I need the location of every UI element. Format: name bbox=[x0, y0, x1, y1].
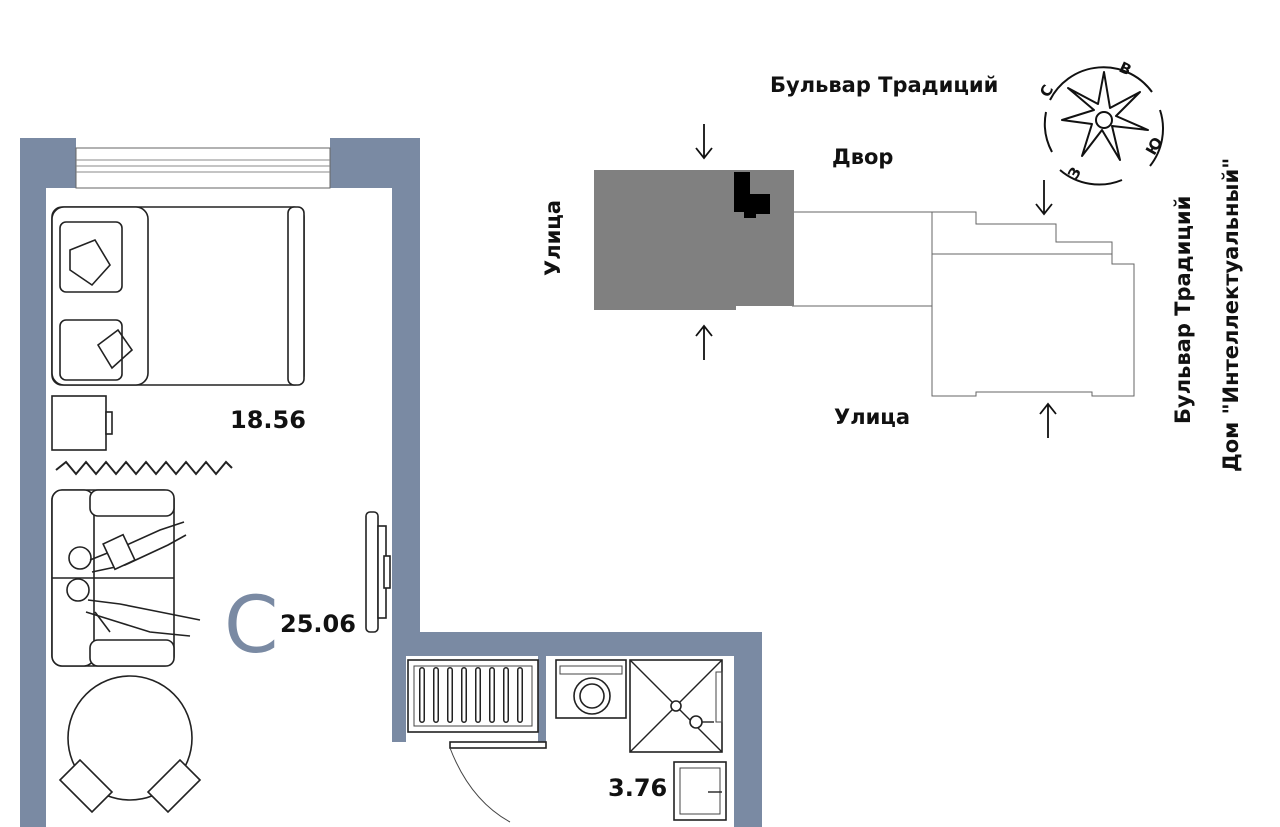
zone-divider-zigzag bbox=[55, 460, 233, 476]
view-arrows bbox=[695, 124, 1057, 438]
area-bathroom: 3.76 bbox=[608, 774, 667, 802]
compass-rose: С В Ю З bbox=[1036, 58, 1166, 186]
label-courtyard: Двор bbox=[832, 145, 893, 169]
compass-north: С bbox=[1036, 82, 1057, 101]
room-type-letter: С bbox=[224, 581, 278, 671]
area-living-zone: 25.06 bbox=[280, 610, 356, 638]
label-street-bottom: Улица bbox=[834, 405, 910, 429]
sofa bbox=[51, 489, 175, 667]
toilet bbox=[673, 761, 727, 821]
entry-door bbox=[449, 741, 547, 823]
compass-east: В bbox=[1116, 58, 1134, 79]
tv-stand bbox=[365, 511, 391, 633]
apartment-marker bbox=[734, 172, 770, 218]
label-street-left: Улица bbox=[541, 200, 565, 276]
double-bed bbox=[51, 206, 305, 386]
label-house-name: Дом "Интеллектуальный" bbox=[1219, 158, 1243, 472]
highlighted-building bbox=[594, 170, 794, 310]
nightstand bbox=[51, 395, 113, 451]
washing-machine bbox=[555, 659, 627, 719]
site-plan: С В Ю З Бульвар Традиций Двор Улица Улиц… bbox=[541, 58, 1243, 472]
label-boulevard-right: Бульвар Традиций bbox=[1171, 196, 1195, 424]
people-sketch bbox=[66, 521, 201, 637]
dining-table bbox=[58, 675, 202, 814]
neighbor-building-outline bbox=[792, 211, 1135, 397]
compass-star-icon bbox=[1061, 71, 1149, 161]
radiator bbox=[407, 659, 539, 733]
window bbox=[75, 147, 331, 189]
apartment-walls bbox=[20, 138, 762, 827]
compass-west: З bbox=[1064, 164, 1085, 182]
label-boulevard-top: Бульвар Традиций bbox=[770, 73, 998, 97]
area-sleeping-zone: 18.56 bbox=[230, 406, 306, 434]
shower-cabin bbox=[629, 659, 723, 753]
